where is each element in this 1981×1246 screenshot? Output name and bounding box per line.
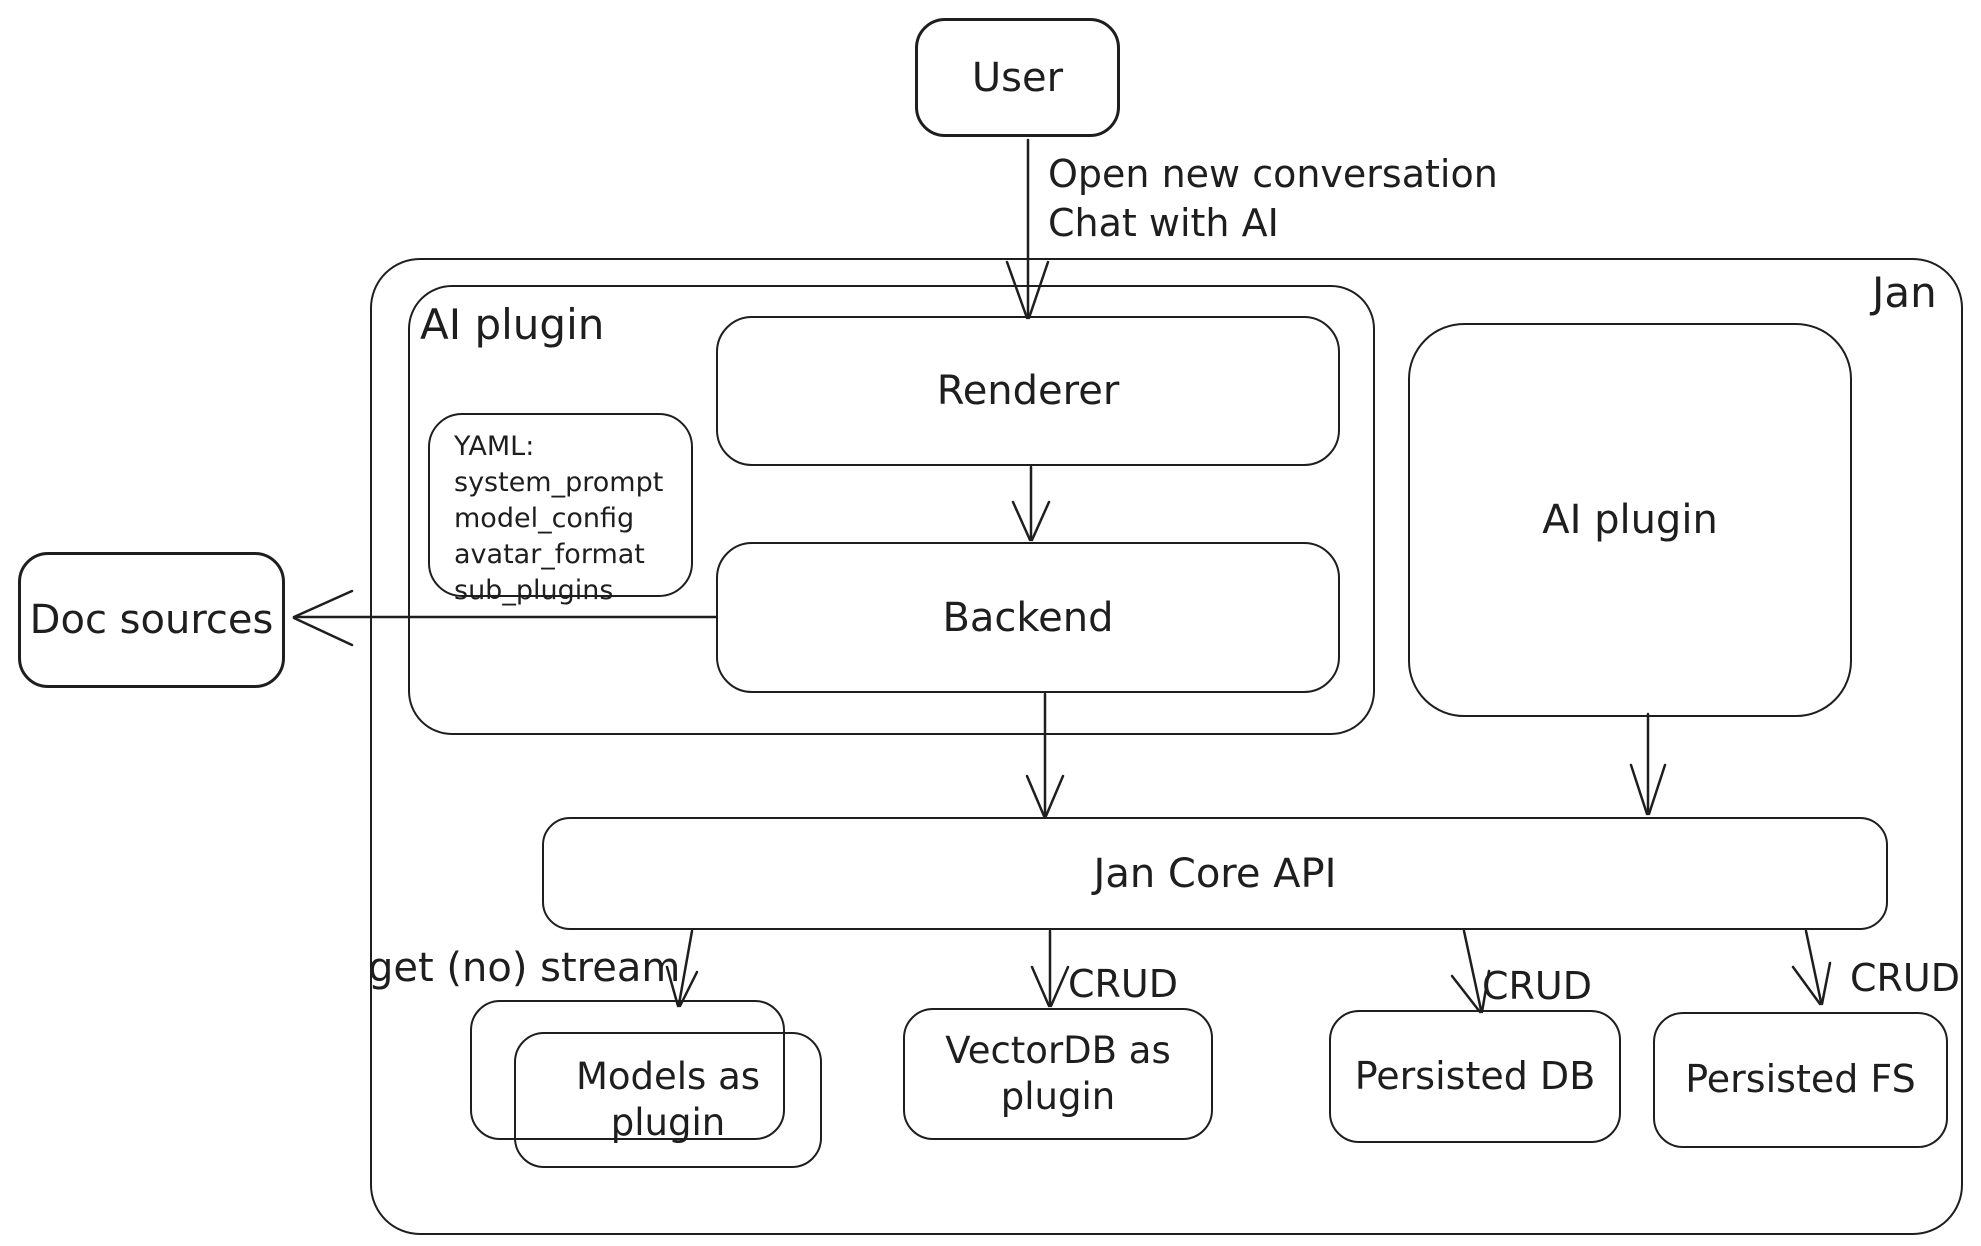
persisted-fs-node: Persisted FS bbox=[1653, 1012, 1948, 1148]
ai-plugin-group-label: AI plugin bbox=[420, 300, 605, 349]
renderer-node: Renderer bbox=[716, 316, 1340, 466]
edge-label-crud-fs: CRUD bbox=[1850, 956, 1961, 1000]
edge-label-user-flow-line1: Open new conversation bbox=[1048, 152, 1498, 196]
yaml-note-line: system_prompt bbox=[454, 466, 664, 498]
edge-label-user-flow-line2: Chat with AI bbox=[1048, 201, 1279, 246]
models-as-plugin-node: Models as plugin bbox=[514, 1032, 822, 1168]
yaml-note-line: avatar_format bbox=[454, 538, 645, 570]
jan-container-label: Jan bbox=[1872, 268, 1937, 317]
jan-container bbox=[370, 258, 1963, 1235]
edge-label-crud-db: CRUD bbox=[1482, 964, 1593, 1008]
ai-plugin-group bbox=[408, 285, 1375, 735]
yaml-note: YAML: system_prompt model_config avatar_… bbox=[428, 413, 693, 606]
user-node: User bbox=[915, 18, 1120, 137]
edge-label-get-no-stream: get (no) stream bbox=[368, 945, 681, 991]
vectordb-as-plugin-node: VectorDB as plugin bbox=[903, 1008, 1213, 1140]
backend-node: Backend bbox=[716, 542, 1340, 693]
yaml-note-line: sub_plugins bbox=[454, 574, 614, 606]
yaml-note-text: YAML: system_prompt model_config avatar_… bbox=[454, 429, 663, 609]
edge-label-crud-vectordb: CRUD bbox=[1068, 962, 1179, 1006]
ai-plugin-node: AI plugin bbox=[1408, 323, 1852, 717]
yaml-note-line: model_config bbox=[454, 502, 635, 534]
persisted-db-node: Persisted DB bbox=[1329, 1010, 1621, 1143]
models-as-plugin-shadow-box bbox=[470, 1000, 785, 1140]
doc-sources-node: Doc sources bbox=[18, 552, 285, 688]
yaml-note-line: YAML: bbox=[454, 431, 535, 462]
jan-core-api-node: Jan Core API bbox=[542, 817, 1888, 930]
